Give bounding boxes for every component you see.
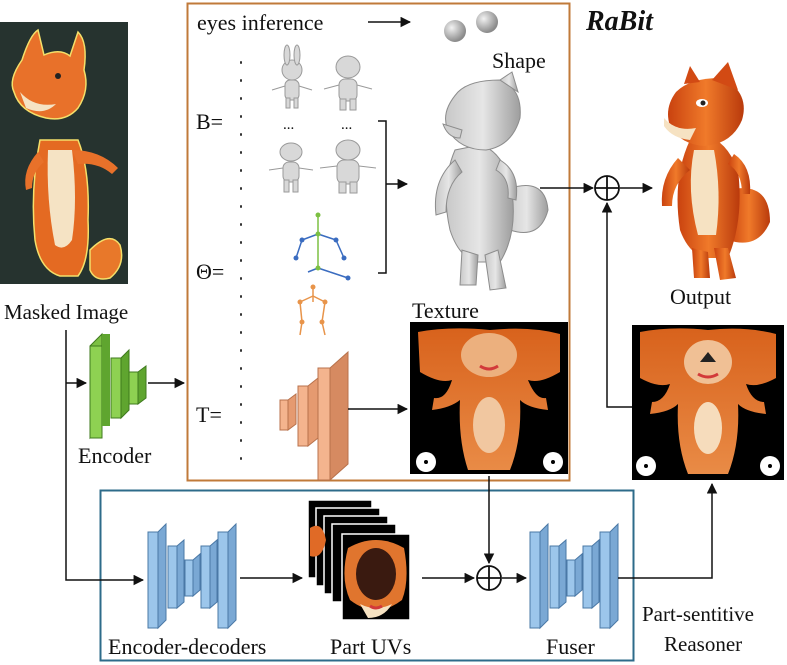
pose-skeleton-blue xyxy=(293,212,351,281)
shape-label: Shape xyxy=(492,48,546,73)
encoder-decoders-network xyxy=(147,522,237,630)
texture-label: Texture xyxy=(412,298,479,323)
ellipsis-right: ... xyxy=(341,117,353,133)
param-theta-label: Θ= xyxy=(196,259,225,284)
reasoner-label-line1: Part-sentitive xyxy=(642,602,754,626)
basis-bracket xyxy=(378,120,407,274)
eyes-inference-label: eyes inference xyxy=(197,10,324,35)
output-fox-model xyxy=(661,62,770,280)
part-uvs-label: Part UVs xyxy=(330,634,412,659)
ellipsis-left: ... xyxy=(283,117,295,133)
reasoner-label-line2: Reasoner xyxy=(664,632,743,656)
encoder-label: Encoder xyxy=(78,443,152,468)
output-label: Output xyxy=(670,284,732,309)
shape-mesh-character xyxy=(434,71,549,291)
circled-plus-icon xyxy=(594,175,620,201)
param-b-label: B= xyxy=(196,109,224,134)
shape-basis-grid xyxy=(268,44,377,194)
rabit-title: RaBit xyxy=(586,6,653,37)
fuser-network xyxy=(529,522,619,630)
part-uvs-stack xyxy=(307,499,411,621)
flow-arrows xyxy=(65,16,718,586)
pose-skeleton-orange xyxy=(297,284,328,336)
refined-texture-image xyxy=(632,325,784,480)
encoder-network xyxy=(89,332,147,440)
masked-image-fox xyxy=(0,22,128,284)
eye-spheres xyxy=(444,11,498,42)
texture-decoder xyxy=(279,350,349,482)
rabit-box xyxy=(186,2,571,482)
masked-image-label: Masked Image xyxy=(4,300,129,324)
circled-plus-icon xyxy=(476,565,502,591)
reasoner-box xyxy=(99,489,635,662)
encoder-decoders-label: Encoder-decoders xyxy=(108,634,267,659)
texture-map-image xyxy=(410,322,568,474)
param-t-label: T= xyxy=(196,402,222,427)
fuser-label: Fuser xyxy=(546,634,595,659)
